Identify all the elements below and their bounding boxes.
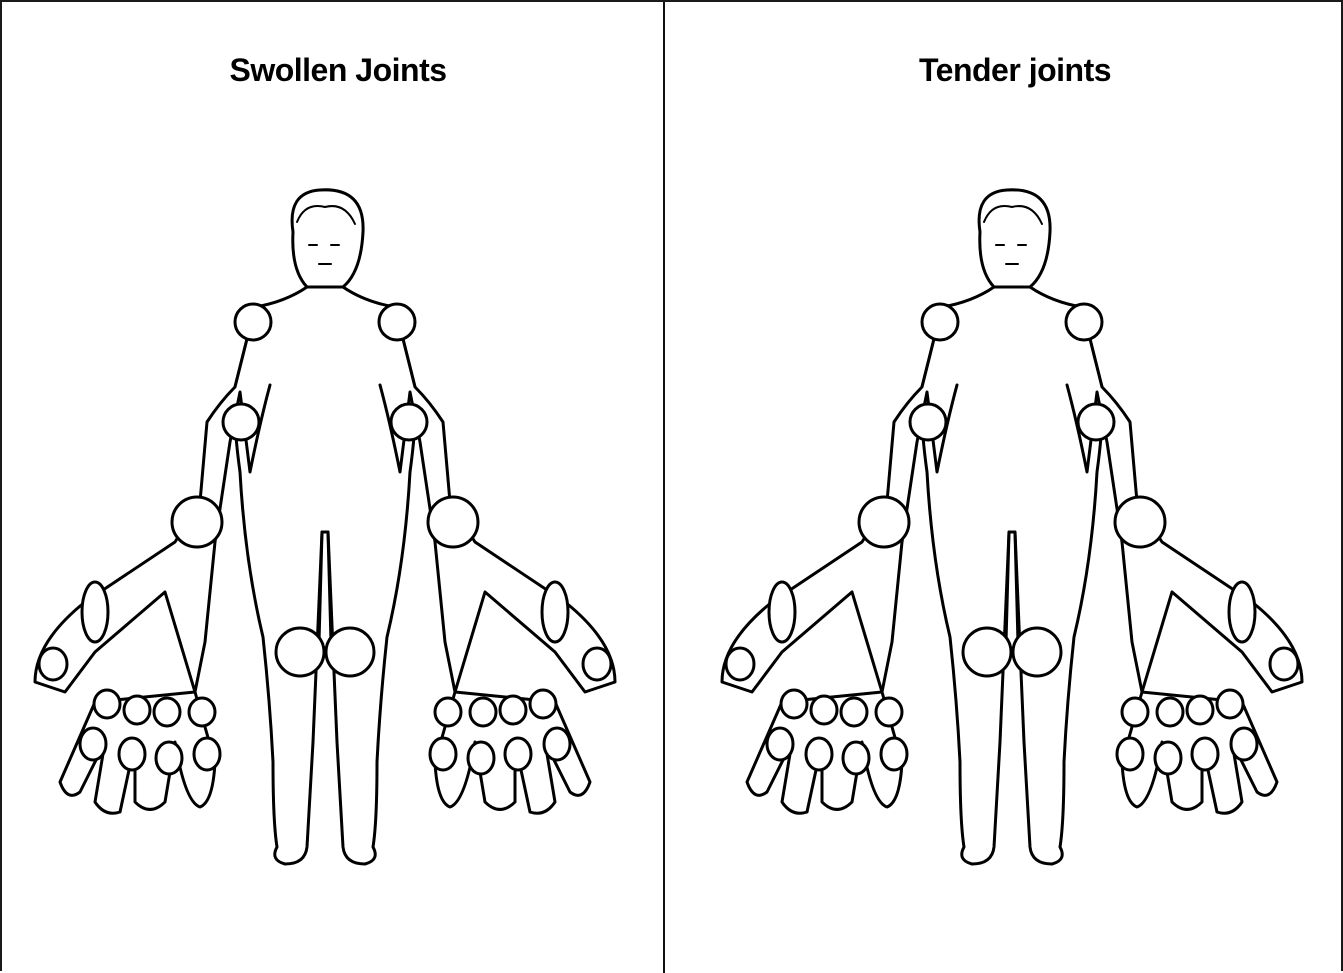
- tender-left-pip-3-joint[interactable]: [1155, 742, 1181, 774]
- tender-body-diagram: [665, 2, 1343, 973]
- tender-left-thumb-ip-joint[interactable]: [1270, 648, 1298, 680]
- swollen-right-arm: [35, 307, 270, 692]
- swollen-right-thumb-ip-joint[interactable]: [39, 648, 67, 680]
- swollen-left-mcp-5-joint[interactable]: [530, 690, 556, 718]
- swollen-right-shoulder-joint[interactable]: [235, 304, 271, 340]
- tender-right-mcp-4-joint[interactable]: [811, 696, 837, 724]
- tender-leg-gap-line: [1006, 532, 1018, 642]
- tender-left-arm: [1067, 307, 1302, 692]
- tender-left-knee-joint[interactable]: [1013, 628, 1061, 676]
- tender-left-pip-2-joint[interactable]: [1117, 738, 1143, 770]
- swollen-left-wrist-joint[interactable]: [428, 497, 478, 547]
- tender-right-pip-2-joint[interactable]: [881, 738, 907, 770]
- tender-joints-panel: Tender joints: [665, 2, 1343, 973]
- tender-right-wrist-joint[interactable]: [859, 497, 909, 547]
- swollen-right-elbow-joint[interactable]: [223, 404, 259, 440]
- swollen-joints-panel: Swollen Joints: [2, 2, 663, 973]
- swollen-left-pip-3-joint[interactable]: [468, 742, 494, 774]
- swollen-right-mcp-2-joint[interactable]: [189, 698, 215, 726]
- tender-left-mcp-4-joint[interactable]: [1187, 696, 1213, 724]
- tender-left-shoulder-joint[interactable]: [1066, 304, 1102, 340]
- tender-head: [979, 190, 1050, 287]
- swollen-body-diagram: [2, 2, 663, 973]
- swollen-left-elbow-joint[interactable]: [391, 404, 427, 440]
- tender-left-wrist-joint[interactable]: [1115, 497, 1165, 547]
- swollen-right-pip-2-joint[interactable]: [194, 738, 220, 770]
- tender-right-thumb-ip-joint[interactable]: [726, 648, 754, 680]
- swollen-left-arm: [380, 307, 615, 692]
- swollen-left-pip-2-joint[interactable]: [430, 738, 456, 770]
- tender-left-pip-5-joint[interactable]: [1231, 728, 1257, 760]
- swollen-right-pip-5-joint[interactable]: [80, 728, 106, 760]
- tender-right-knee-joint[interactable]: [963, 628, 1011, 676]
- tender-left-thumb-cmc-joint[interactable]: [1229, 582, 1255, 642]
- swollen-left-thumb-ip-joint[interactable]: [583, 648, 611, 680]
- swollen-left-mcp-2-joint[interactable]: [435, 698, 461, 726]
- tender-right-elbow-joint[interactable]: [910, 404, 946, 440]
- tender-left-mcp-3-joint[interactable]: [1157, 698, 1183, 726]
- tender-left-mcp-5-joint[interactable]: [1217, 690, 1243, 718]
- swollen-left-shoulder-joint[interactable]: [379, 304, 415, 340]
- tender-left-mcp-2-joint[interactable]: [1122, 698, 1148, 726]
- swollen-left-mcp-4-joint[interactable]: [500, 696, 526, 724]
- tender-right-mcp-5-joint[interactable]: [781, 690, 807, 718]
- tender-right-thumb-cmc-joint[interactable]: [769, 582, 795, 642]
- swollen-head: [292, 190, 363, 287]
- swollen-left-mcp-3-joint[interactable]: [470, 698, 496, 726]
- swollen-right-wrist-joint[interactable]: [172, 497, 222, 547]
- swollen-leg-gap-line: [319, 532, 331, 642]
- tender-right-shoulder-joint[interactable]: [922, 304, 958, 340]
- tender-left-elbow-joint[interactable]: [1078, 404, 1114, 440]
- swollen-right-thumb-cmc-joint[interactable]: [82, 582, 108, 642]
- swollen-left-knee-joint[interactable]: [326, 628, 374, 676]
- swollen-right-mcp-4-joint[interactable]: [124, 696, 150, 724]
- tender-right-pip-3-joint[interactable]: [843, 742, 869, 774]
- tender-right-mcp-2-joint[interactable]: [876, 698, 902, 726]
- swollen-left-pip-5-joint[interactable]: [544, 728, 570, 760]
- tender-right-mcp-3-joint[interactable]: [841, 698, 867, 726]
- swollen-right-mcp-5-joint[interactable]: [94, 690, 120, 718]
- swollen-right-pip-4-joint[interactable]: [119, 738, 145, 770]
- swollen-right-knee-joint[interactable]: [276, 628, 324, 676]
- swollen-left-pip-4-joint[interactable]: [505, 738, 531, 770]
- tender-right-pip-4-joint[interactable]: [806, 738, 832, 770]
- tender-left-pip-4-joint[interactable]: [1192, 738, 1218, 770]
- tender-right-arm: [722, 307, 957, 692]
- swollen-right-mcp-3-joint[interactable]: [154, 698, 180, 726]
- swollen-right-pip-3-joint[interactable]: [156, 742, 182, 774]
- swollen-left-thumb-cmc-joint[interactable]: [542, 582, 568, 642]
- tender-right-pip-5-joint[interactable]: [767, 728, 793, 760]
